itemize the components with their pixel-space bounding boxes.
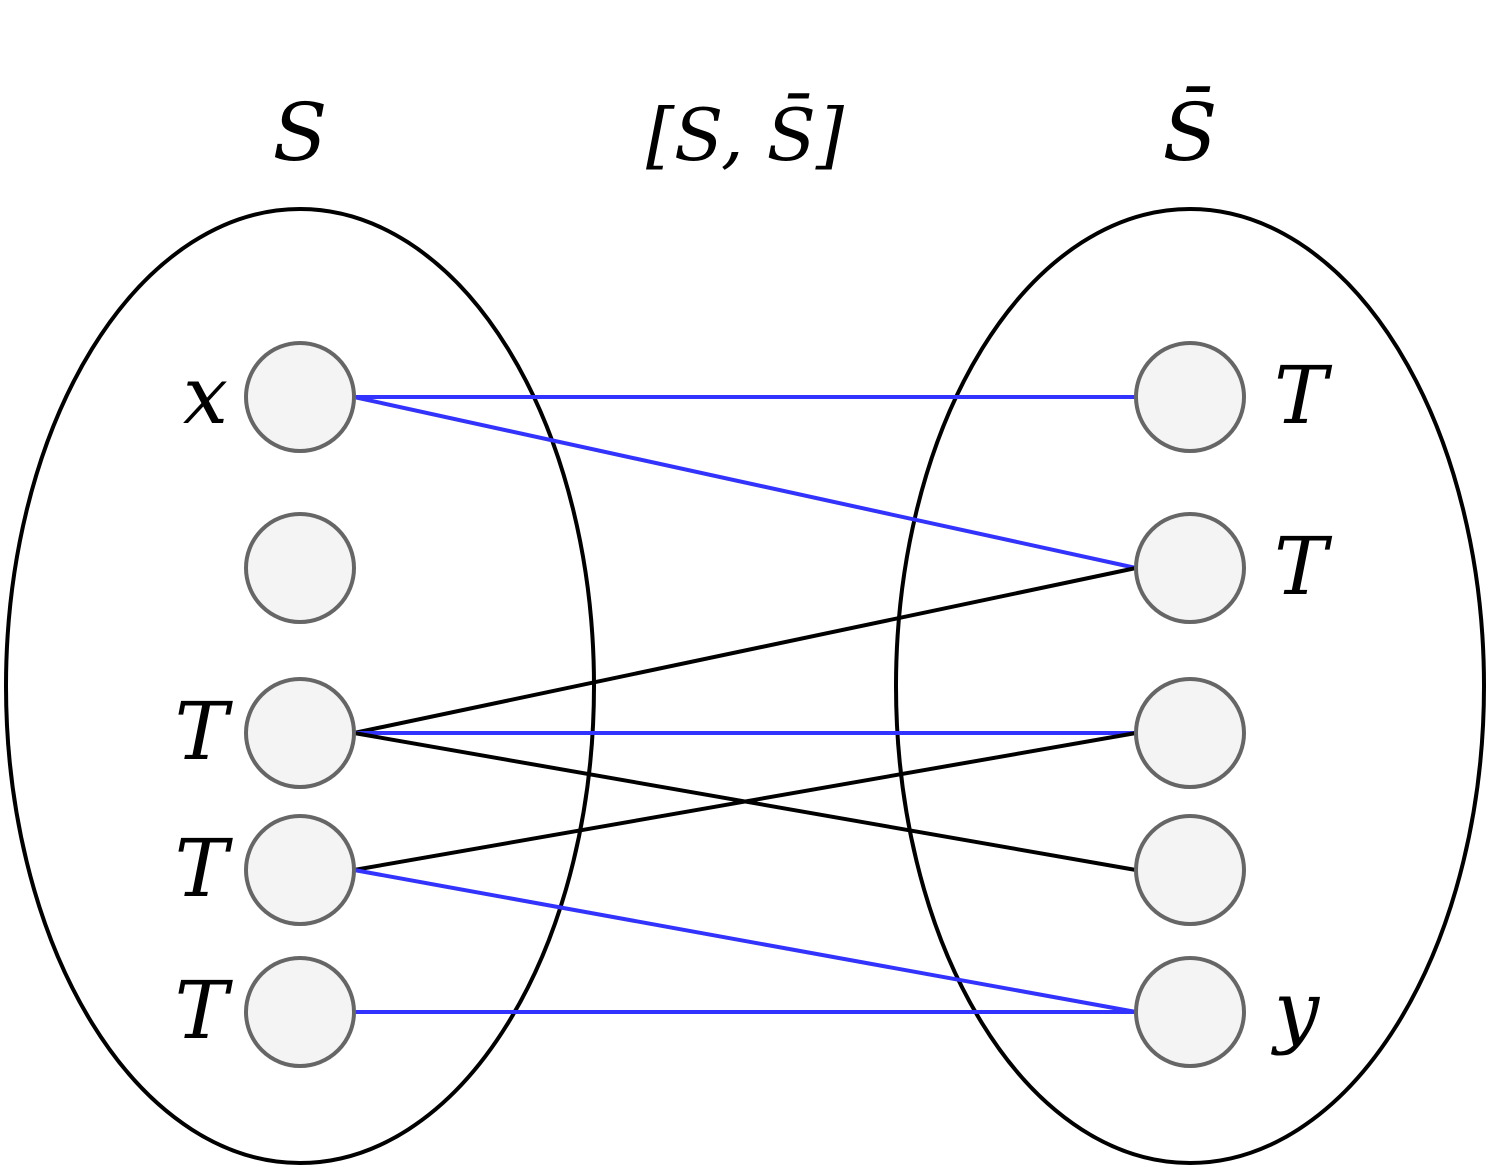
right-node-label-1: T: [1274, 349, 1333, 442]
left-node-label-5: T: [175, 964, 234, 1057]
right-node-label-2: T: [1274, 520, 1333, 613]
nodes-group: [244, 341, 1246, 1068]
right-node-5: [1134, 956, 1246, 1068]
left-set-label: S: [273, 86, 328, 179]
left-node-label-1: x: [183, 349, 228, 442]
edge-L3-R2: [353, 566, 1137, 735]
right-node-3: [1134, 677, 1246, 789]
left-node-4: [244, 814, 356, 926]
edge-L1-R2: [353, 395, 1137, 570]
right-node-4: [1134, 814, 1246, 926]
right-node-2: [1134, 512, 1246, 624]
left-node-label-4: T: [175, 822, 234, 915]
right-node-label-5: y: [1271, 964, 1321, 1057]
left-node-3: [244, 677, 356, 789]
cut-label: [S, S̄]: [646, 92, 845, 177]
left-node-label-3: T: [175, 685, 234, 778]
edge-L4-R3: [353, 731, 1137, 872]
left-set-oval: [4, 207, 596, 1165]
left-node-2: [244, 512, 356, 624]
edge-L4-R5: [353, 868, 1137, 1014]
left-node-5: [244, 956, 356, 1068]
right-node-1: [1134, 341, 1246, 453]
left-node-1: [244, 341, 356, 453]
edges-group: [353, 395, 1137, 1014]
right-set-oval: [894, 207, 1486, 1165]
right-set-label: S̄: [1163, 85, 1218, 179]
